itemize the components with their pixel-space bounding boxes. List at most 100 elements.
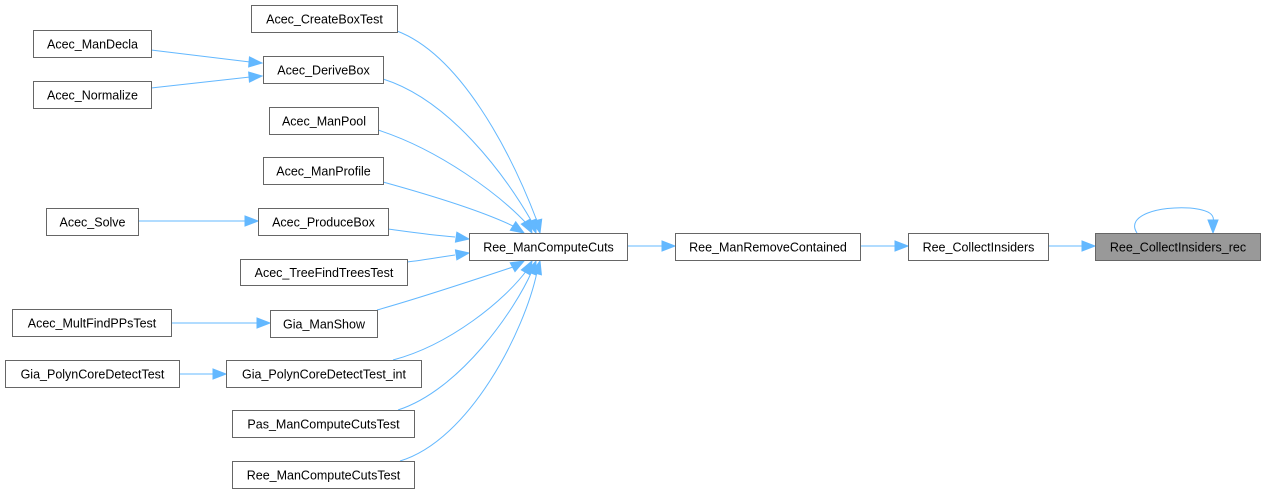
edges-layer — [138, 30, 1219, 462]
arrowhead-icon — [894, 240, 910, 252]
edge-manprofile-to-ree_mancomputecuts — [382, 181, 526, 234]
node-createboxtest[interactable]: Acec_CreateBoxTest — [251, 5, 398, 33]
edge-line — [150, 76, 251, 89]
edge-producebox-to-ree_mancomputecuts — [387, 228, 471, 243]
edge-polyncoredetecttest_int-to-ree_mancomputecuts — [392, 259, 533, 361]
edge-manshow-to-ree_mancomputecuts — [376, 260, 526, 311]
node-multfindppstest[interactable]: Acec_MultFindPPsTest — [12, 309, 172, 337]
node-label: Acec_ManDecla — [47, 38, 138, 52]
node-label: Acec_MultFindPPsTest — [28, 317, 157, 331]
node-label: Acec_ManPool — [282, 115, 366, 129]
edge-line — [382, 181, 514, 227]
node-ree-collectinsiders[interactable]: Ree_CollectInsiders — [908, 233, 1049, 261]
node-label: Acec_TreeFindTreesTest — [255, 266, 394, 280]
node-treefindtreestest[interactable]: Acec_TreeFindTreesTest — [240, 259, 408, 286]
node-label: Acec_Normalize — [47, 89, 138, 103]
edge-line — [399, 271, 538, 462]
arrowhead-icon — [212, 368, 228, 380]
node-ree-mancomputecutstest[interactable]: Ree_ManComputeCutsTest — [232, 461, 415, 489]
node-box — [263, 157, 384, 185]
edge-line — [150, 49, 251, 63]
node-ree-mancomputecuts[interactable]: Ree_ManComputeCuts — [469, 233, 628, 261]
edge-ree_collectinsiders-to-ree_collectinsiders_rec — [1048, 240, 1097, 252]
node-box — [263, 56, 384, 84]
node-ree-manremovecontained[interactable]: Ree_ManRemoveContained — [675, 233, 861, 261]
node-box — [1095, 233, 1261, 261]
arrowhead-icon — [1081, 240, 1097, 252]
edge-manpool-to-ree_mancomputecuts — [377, 129, 533, 235]
arrowhead-icon — [248, 56, 264, 68]
edge-ree_collectinsiders_rec-to-ree_collectinsiders_rec — [1134, 207, 1219, 235]
arrowhead-icon — [509, 260, 526, 273]
node-label: Acec_Solve — [59, 216, 125, 230]
edge-line — [397, 270, 533, 411]
node-box — [5, 360, 180, 388]
arrowhead-icon — [454, 249, 471, 261]
node-label: Pas_ManComputeCutsTest — [247, 418, 400, 432]
node-box — [46, 208, 139, 236]
node-box — [33, 30, 152, 58]
node-label: Ree_ManComputeCutsTest — [247, 469, 401, 483]
node-label: Ree_ManComputeCuts — [483, 241, 614, 255]
node-label: Acec_ManProfile — [276, 165, 371, 179]
node-box — [908, 233, 1049, 261]
arrowhead-icon — [454, 231, 471, 243]
edge-multfindppstest-to-manshow — [171, 317, 272, 329]
node-normalize[interactable]: Acec_Normalize — [33, 81, 152, 109]
edge-ree_mancomputecuts-to-ree_manremovecontained — [627, 240, 677, 252]
node-box — [12, 309, 172, 337]
node-box — [33, 81, 152, 109]
node-mandecla[interactable]: Acec_ManDecla — [33, 30, 152, 58]
node-label: Gia_PolynCoreDetectTest — [21, 368, 165, 382]
edge-line — [406, 254, 456, 263]
node-label: Gia_PolynCoreDetectTest_int — [242, 368, 406, 382]
arrowhead-icon — [509, 220, 526, 234]
edge-ree_mancomputecutstest-to-ree_mancomputecuts — [399, 259, 542, 462]
node-derivebox[interactable]: Acec_DeriveBox — [263, 56, 384, 84]
node-label: Acec_ProduceBox — [272, 216, 376, 230]
arrowhead-icon — [1207, 219, 1219, 235]
node-box — [240, 259, 408, 286]
node-label: Ree_CollectInsiders — [923, 241, 1035, 255]
node-label: Ree_ManRemoveContained — [689, 241, 847, 255]
node-box — [258, 208, 389, 236]
node-box — [232, 410, 415, 438]
edge-treefindtreestest-to-ree_mancomputecuts — [406, 249, 471, 263]
node-box — [270, 310, 378, 338]
edge-ree_manremovecontained-to-ree_collectinsiders — [860, 240, 910, 252]
node-solve[interactable]: Acec_Solve — [46, 208, 139, 236]
node-polyncoredetecttest[interactable]: Gia_PolynCoreDetectTest — [5, 360, 180, 388]
node-label: Acec_CreateBoxTest — [266, 13, 383, 27]
node-manshow[interactable]: Gia_ManShow — [270, 310, 378, 338]
edge-line — [392, 269, 528, 361]
edge-line — [1134, 207, 1214, 234]
node-box — [251, 5, 398, 33]
node-pas-mancomputecutstest[interactable]: Pas_ManComputeCutsTest — [232, 410, 415, 438]
arrowhead-icon — [530, 259, 542, 276]
node-label: Acec_DeriveBox — [277, 64, 370, 78]
edge-solve-to-producebox — [138, 215, 260, 227]
node-box — [269, 107, 379, 135]
edge-line — [396, 30, 538, 222]
edge-line — [387, 228, 456, 238]
node-box — [232, 461, 415, 489]
arrowhead-icon — [244, 215, 260, 227]
node-label: Gia_ManShow — [283, 318, 366, 332]
node-manprofile[interactable]: Acec_ManProfile — [263, 157, 384, 185]
node-ree-collectinsiders-rec: Ree_CollectInsiders_rec — [1095, 233, 1261, 261]
node-polyncoredetecttest-int[interactable]: Gia_PolynCoreDetectTest_int — [226, 360, 422, 388]
edge-line — [376, 266, 514, 311]
nodes-layer: Acec_CreateBoxTestAcec_ManDeclaAcec_Deri… — [5, 5, 1261, 489]
arrowhead-icon — [248, 71, 264, 83]
node-producebox[interactable]: Acec_ProduceBox — [258, 208, 389, 236]
node-manpool[interactable]: Acec_ManPool — [269, 107, 379, 135]
node-box — [226, 360, 422, 388]
node-label: Ree_CollectInsiders_rec — [1110, 241, 1246, 255]
node-box — [469, 233, 628, 261]
arrowhead-icon — [256, 317, 272, 329]
edge-line — [377, 129, 528, 225]
edge-mandecla-to-derivebox — [150, 49, 264, 68]
node-box — [675, 233, 861, 261]
edge-line — [382, 78, 533, 223]
